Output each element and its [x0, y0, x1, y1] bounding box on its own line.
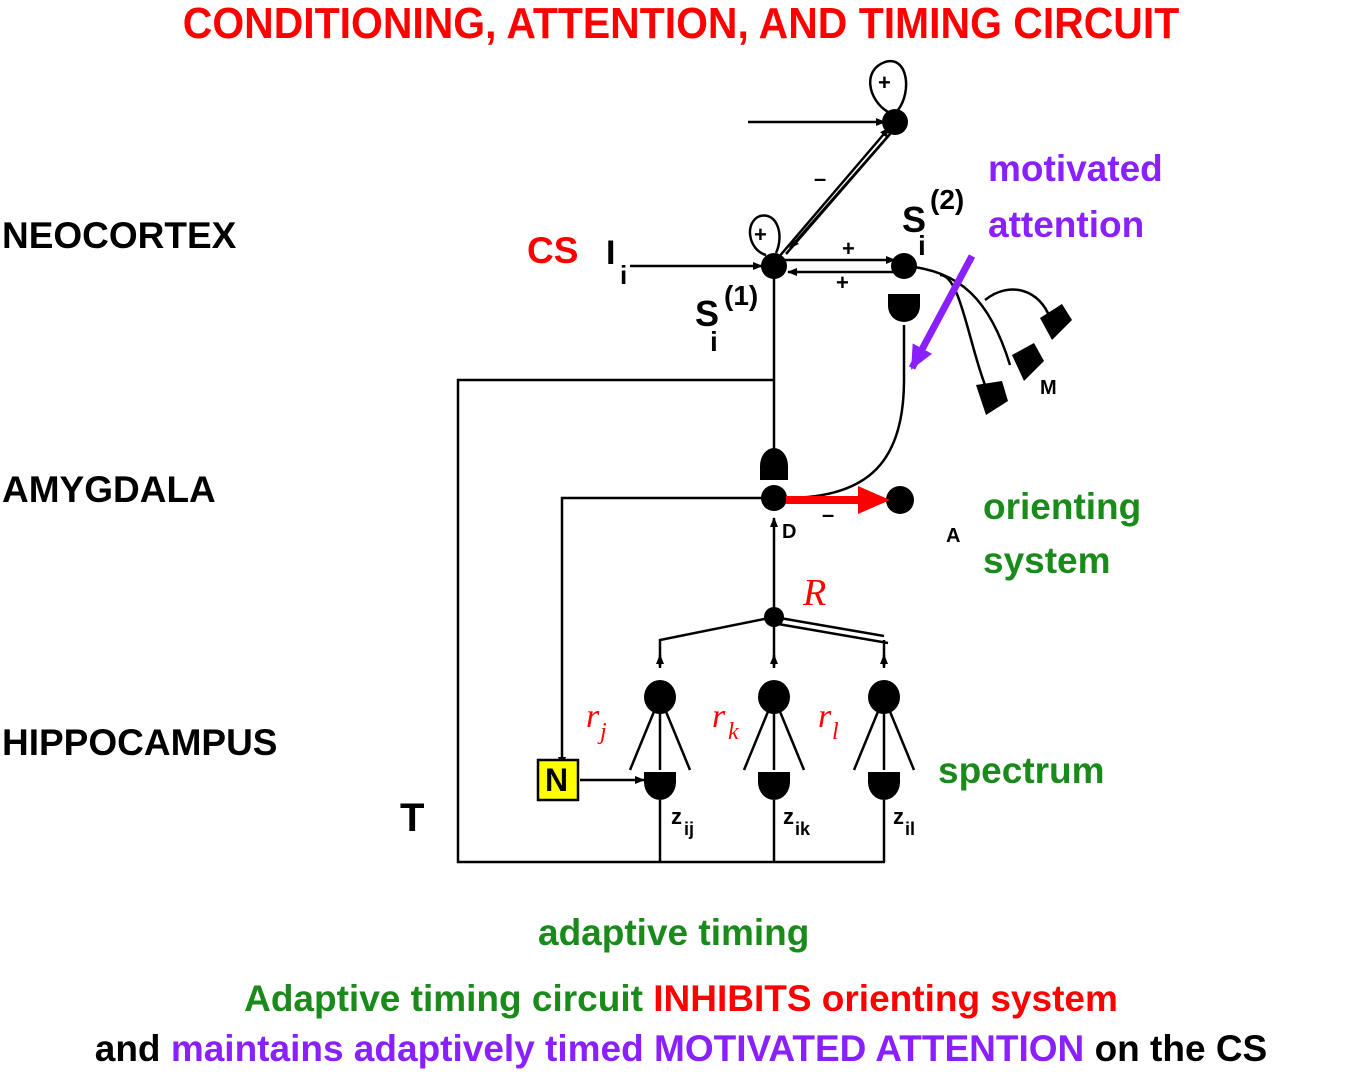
- m-label: M: [1040, 377, 1057, 399]
- n-label: N: [545, 762, 569, 798]
- plus-sign-lower: +: [836, 270, 849, 295]
- top-self-loop: [868, 59, 908, 114]
- caption-and-text: and: [94, 1028, 161, 1069]
- adaptive-timing-label: adaptive timing: [538, 912, 810, 953]
- spectrum-cell-l: [868, 680, 900, 714]
- spectrum-cell-k: [758, 680, 790, 714]
- s2-label: S: [902, 199, 927, 240]
- rj-label: r: [586, 698, 600, 735]
- plus-sign-s1: +: [754, 222, 767, 247]
- r-node: [764, 607, 784, 627]
- hippocampus-label: HIPPOCAMPUS: [2, 722, 278, 763]
- d-label: D: [782, 521, 797, 543]
- zil-sub: il: [905, 819, 916, 839]
- d-node: [761, 485, 787, 511]
- system-label: system: [983, 540, 1111, 581]
- synapse-zij: [644, 772, 676, 800]
- caption-red-text: INHIBITS orienting system: [653, 978, 1118, 1019]
- s2-sup: (2): [930, 184, 965, 215]
- r-label: R: [803, 572, 827, 614]
- synapse-zik: [758, 772, 790, 800]
- rj-sub: j: [600, 719, 607, 745]
- page-title: CONDITIONING, ATTENTION, AND TIMING CIRC…: [182, 0, 1180, 48]
- orienting-label: orienting: [983, 486, 1142, 527]
- top-node: [882, 109, 908, 135]
- plus-sign-upper: +: [842, 236, 855, 261]
- neocortex-label: NEOCORTEX: [2, 215, 237, 256]
- t-label: T: [400, 796, 425, 840]
- input-i-label: I: [606, 234, 616, 272]
- s1-label: S: [695, 293, 720, 334]
- m-synapse-3: [976, 381, 1008, 415]
- spectrum-label: spectrum: [938, 750, 1105, 791]
- minus-sign-top: –: [814, 166, 827, 191]
- s1-node: [761, 253, 787, 279]
- m-synapse-2: [1012, 343, 1044, 381]
- motivated-label: motivated: [988, 148, 1163, 189]
- zik-label: z: [783, 804, 794, 829]
- synapse-zil: [868, 772, 900, 800]
- s2-sub: i: [918, 230, 926, 261]
- rl-sub: l: [832, 719, 839, 745]
- a-label: A: [946, 525, 961, 547]
- zij-label: z: [671, 804, 682, 829]
- s2-node: [891, 253, 917, 279]
- m-synapse-1: [1040, 304, 1072, 340]
- minus-sign-inhibit: –: [822, 502, 835, 527]
- spectrum-cell-j: [644, 680, 676, 714]
- zil-label: z: [893, 804, 904, 829]
- caption-cs-text: on the CS: [1094, 1028, 1268, 1069]
- amygdala-synapse: [760, 448, 788, 480]
- cs-label: CS: [527, 230, 579, 271]
- plus-sign-top: +: [878, 70, 891, 95]
- rk-sub: k: [728, 719, 739, 745]
- caption-line-1: Adaptive timing circuit INHIBITS orienti…: [0, 980, 1362, 1017]
- s1-sub: i: [710, 326, 718, 357]
- caption-line-2: and maintains adaptively timed MOTIVATED…: [0, 1030, 1362, 1067]
- a-node: [886, 486, 914, 514]
- n-box: [536, 758, 580, 802]
- amygdala-label: AMYGDALA: [2, 469, 216, 510]
- motivated-attention-arrow: [908, 254, 976, 370]
- attention-label: attention: [988, 204, 1145, 245]
- zij-sub: ij: [684, 819, 695, 839]
- caption-purple-text: maintains adaptively timed MOTIVATED ATT…: [170, 1028, 1085, 1069]
- rk-label: r: [712, 698, 726, 735]
- caption-green-text: Adaptive timing circuit: [244, 978, 643, 1019]
- rl-label: r: [818, 698, 832, 735]
- zik-sub: ik: [795, 819, 811, 839]
- input-i-sub: i: [620, 260, 628, 290]
- s1-sup: (1): [724, 280, 759, 311]
- s2-synapse: [888, 294, 920, 322]
